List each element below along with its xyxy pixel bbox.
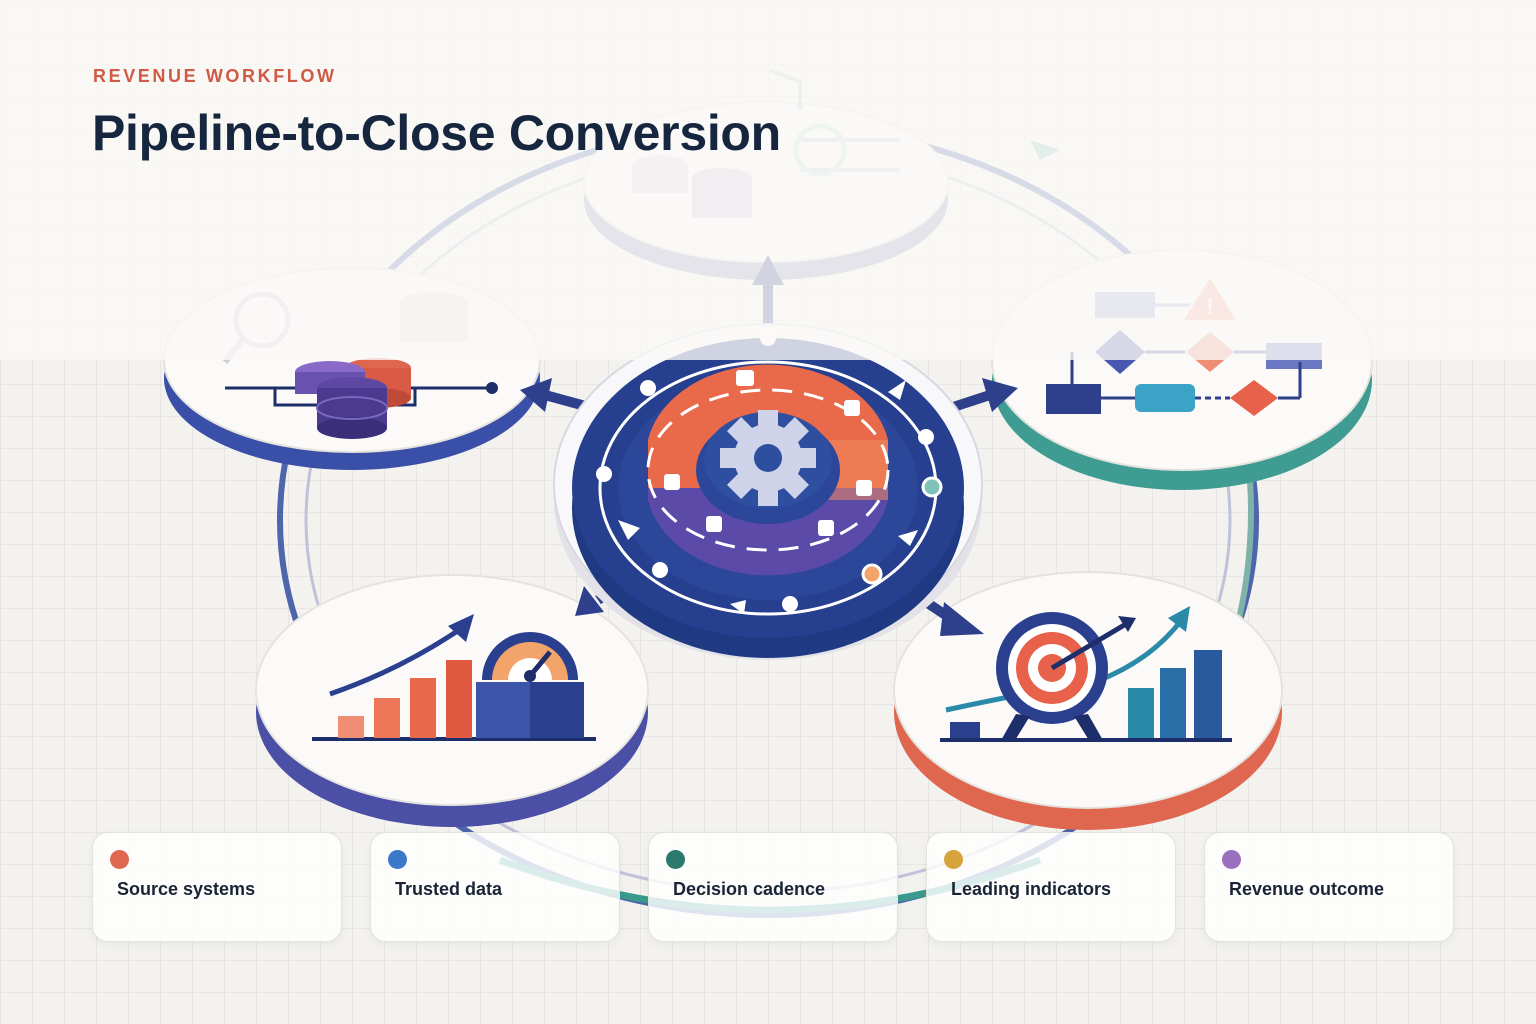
legend-dot — [944, 850, 963, 869]
section-eyebrow: REVENUE WORKFLOW — [93, 66, 337, 86]
gear-icon — [720, 410, 816, 506]
legend: Source systems Trusted data Decision cad… — [92, 832, 1454, 944]
legend-label: Trusted data — [395, 879, 503, 899]
legend-dot — [1222, 850, 1241, 869]
legend-label: Leading indicators — [951, 879, 1112, 899]
legend-label: Revenue outcome — [1229, 879, 1385, 899]
legend-dot — [110, 850, 129, 869]
hub-nodes — [596, 330, 943, 614]
bar-chart-gauge-icon — [312, 614, 596, 741]
node-target-outcome — [893, 571, 1283, 830]
database-icon — [225, 358, 498, 439]
legend-dot — [666, 850, 685, 869]
page-title: Pipeline-to-Close Conversion — [92, 105, 781, 161]
target-chart-icon — [940, 606, 1232, 742]
central-hub — [553, 323, 983, 660]
legend-label: Source systems — [117, 879, 256, 899]
legend-card-leading-indicators: Leading indicators — [926, 832, 1176, 942]
legend-card-decision-cadence: Decision cadence — [648, 832, 898, 942]
legend-card-revenue-outcome: Revenue outcome — [1204, 832, 1454, 942]
header-backdrop — [0, 0, 1536, 360]
legend-dot — [388, 850, 407, 869]
legend-label: Decision cadence — [673, 879, 826, 899]
legend-card-source-systems: Source systems — [92, 832, 342, 942]
node-growth-metrics — [255, 574, 649, 827]
legend-card-trusted-data: Trusted data — [370, 832, 620, 942]
